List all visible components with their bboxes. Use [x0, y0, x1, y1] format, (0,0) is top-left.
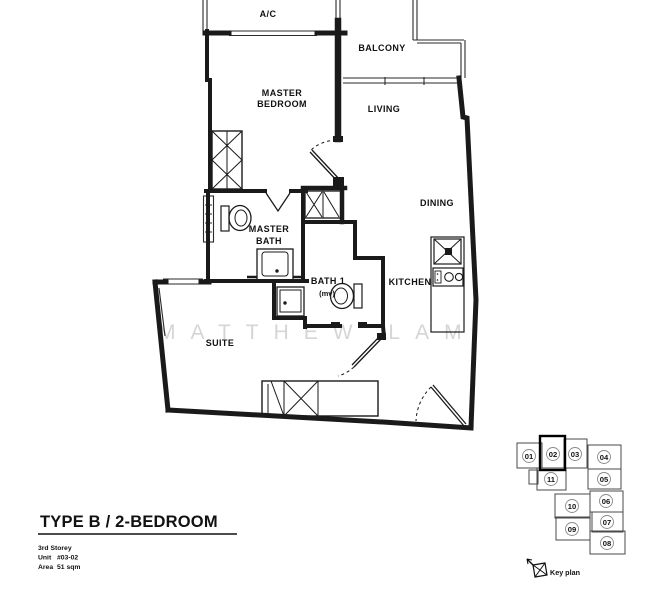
- label-master-bath-1: MASTER: [249, 224, 289, 234]
- unit-11-outline: [536, 467, 567, 491]
- label-balcony: BALCONY: [358, 43, 405, 53]
- key-plan: 01 02 03 04 05 11 06 10 07 09 08 Key pla…: [516, 434, 626, 578]
- unit-label: Unit: [38, 555, 52, 562]
- suite-side-window: [158, 287, 166, 337]
- unit-08-outline: [589, 530, 626, 555]
- label-kitchen: KITCHEN: [389, 277, 432, 287]
- area-value: 51 sqm: [57, 564, 80, 571]
- area-label: Area: [38, 564, 53, 571]
- unit-07-number: 07: [603, 518, 611, 527]
- unit-01-outline: [516, 442, 543, 469]
- toilet-bowl: [228, 204, 252, 232]
- master-bedroom-window: [229, 30, 317, 37]
- doors: [265, 139, 467, 427]
- unit-11-step: [528, 469, 539, 485]
- unit-09-outline: [555, 516, 591, 541]
- unit-11-number: 11: [547, 475, 556, 484]
- bath1-sink: [276, 286, 305, 317]
- unit-02-outline-highlighted: [538, 434, 567, 472]
- party-wall-lines: [335, 0, 341, 21]
- label-ac: A/C: [260, 9, 277, 19]
- kitchen-fixtures: [430, 236, 465, 333]
- unit-03-number: 03: [571, 450, 579, 459]
- exterior-walls: [152, 17, 479, 431]
- kitchen-counter: [430, 236, 465, 333]
- plan-title: TYPE B / 2-BEDROOM: [40, 513, 218, 531]
- suite-top-window: [163, 278, 203, 285]
- label-dining: DINING: [420, 198, 454, 208]
- balcony-outline: [412, 0, 466, 78]
- entrance-door: [415, 384, 467, 427]
- label-master-bedroom-2: BEDROOM: [257, 99, 307, 109]
- label-master-bedroom-1: MASTER: [262, 88, 302, 98]
- toilet-tank: [220, 205, 230, 232]
- master-bath-door: [265, 192, 291, 213]
- unit-05-outline: [587, 468, 622, 490]
- unit-08-number: 08: [603, 539, 611, 548]
- windows-and-thin-lines: [158, 0, 466, 337]
- kitchen-sink: [433, 238, 462, 265]
- unit-02-number: 02: [549, 450, 557, 459]
- unit-01-number: 01: [525, 452, 534, 461]
- suite-wardrobe: [261, 380, 379, 417]
- key-plan-label: Key plan: [550, 568, 580, 577]
- label-suite: SUITE: [206, 338, 235, 348]
- unit-10-number: 10: [568, 502, 576, 511]
- unit-09-number: 09: [568, 525, 576, 534]
- key-plan-units: [516, 434, 626, 555]
- label-bath1: BATH 1: [311, 276, 345, 286]
- hall-closet: [304, 190, 342, 219]
- unit-06-number: 06: [602, 497, 610, 506]
- suite-door: [337, 336, 382, 377]
- key-plan-numbers: 01 02 03 04 05 11 06 10 07 09 08: [525, 450, 611, 548]
- unit-value: #03-02: [57, 555, 78, 562]
- bath1-fixtures: [276, 282, 363, 317]
- master-bedroom-wardrobe: [211, 130, 243, 190]
- label-master-bath-2: BATH: [256, 236, 282, 246]
- door-jambs: [331, 136, 386, 340]
- room-labels: A/C BALCONY MASTER BEDROOM LIVING DINING…: [206, 9, 454, 348]
- master-bath-fixtures: [220, 204, 303, 281]
- north-arrow-icon: [526, 558, 548, 578]
- ac-ledge-lines: [202, 0, 208, 31]
- interior-walls: [204, 185, 387, 340]
- wardrobes: [211, 130, 379, 417]
- label-bath1-note: (mv): [319, 289, 335, 298]
- living-window: [343, 77, 459, 85]
- storey-text: 3rd Storey: [38, 545, 72, 552]
- unit-10-outline: [554, 493, 591, 519]
- unit-04-number: 04: [600, 453, 609, 462]
- kitchen-stove: [432, 267, 464, 287]
- label-living: LIVING: [368, 104, 400, 114]
- master-bedroom-door: [309, 139, 342, 184]
- unit-05-number: 05: [600, 475, 609, 484]
- bath1-toilet: [329, 282, 363, 310]
- vanity-sink: [247, 248, 303, 281]
- key-plan-circles: [522, 447, 614, 550]
- unit-07-outline: [591, 511, 624, 533]
- title-block: TYPE B / 2-BEDROOM 3rd Storey Unit #03-0…: [38, 513, 237, 571]
